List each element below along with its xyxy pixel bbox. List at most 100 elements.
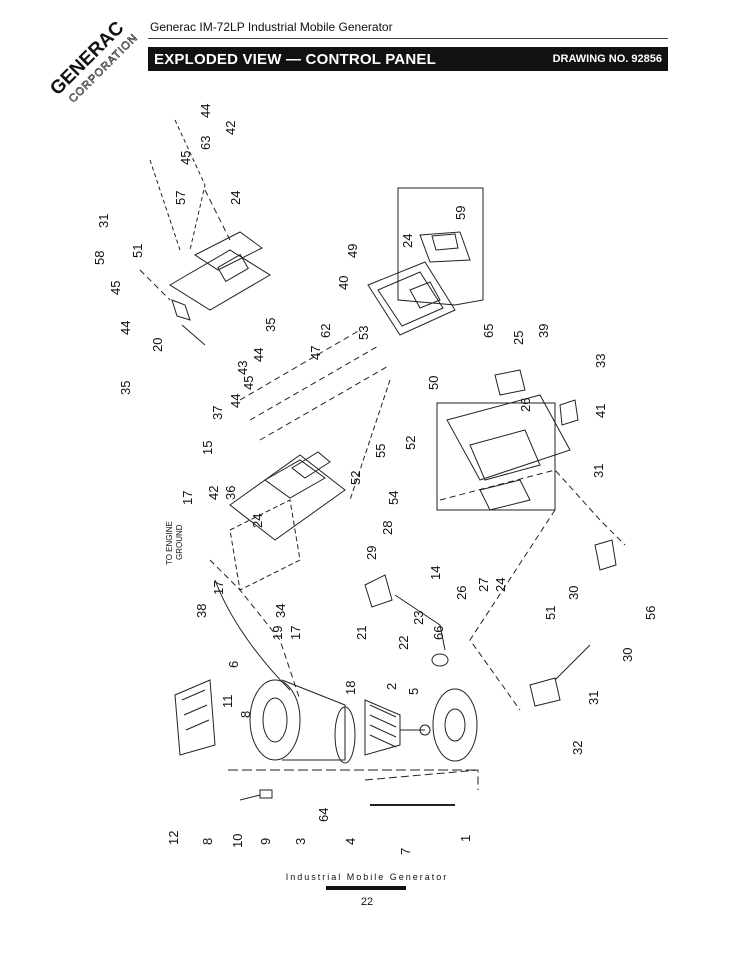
callout: 44 [198, 104, 213, 118]
callout: 44 [228, 394, 243, 408]
callout: 39 [536, 324, 551, 338]
callout: 35 [263, 318, 278, 332]
callout: 25 [511, 331, 526, 345]
callout: 65 [481, 324, 496, 338]
callout: 51 [543, 606, 558, 620]
callout: 49 [345, 244, 360, 258]
end-housing [174, 679, 216, 756]
callout: 37 [210, 406, 225, 420]
panel-cover [367, 261, 456, 336]
callout: 17 [288, 626, 303, 640]
header-rule [148, 38, 668, 39]
callout: 10 [230, 834, 245, 848]
side-enclosure [229, 499, 301, 591]
callout: 44 [118, 321, 133, 335]
callout: 43 [235, 361, 250, 375]
callout-labels: 44 42 63 45 31 57 24 58 51 45 44 20 35 4… [92, 104, 658, 855]
callout: 7 [398, 848, 413, 855]
callout: 57 [173, 191, 188, 205]
control-tray [436, 402, 556, 511]
callout: 24 [493, 578, 508, 592]
callout: 31 [96, 214, 111, 228]
callout: 52 [348, 471, 363, 485]
callout: 8 [200, 838, 215, 845]
callout: 22 [396, 636, 411, 650]
callout: 18 [343, 681, 358, 695]
callout: 5 [406, 688, 421, 695]
callout: 34 [273, 604, 288, 618]
callout: 55 [373, 444, 388, 458]
callout: 45 [241, 376, 256, 390]
callout: 1 [458, 835, 473, 842]
control-board [169, 249, 271, 311]
callout: 59 [453, 206, 468, 220]
callout: 9 [258, 838, 273, 845]
callout: 20 [150, 338, 165, 352]
rotor [364, 699, 401, 756]
callout: 45 [108, 281, 123, 295]
callout: 45 [178, 151, 193, 165]
callout: 24 [250, 514, 265, 528]
callout: 27 [476, 578, 491, 592]
callout: 14 [428, 566, 443, 580]
callout: 21 [354, 626, 369, 640]
callout: 26 [518, 398, 533, 412]
callout: 35 [118, 381, 133, 395]
callout: 53 [356, 326, 371, 340]
callout: 38 [194, 604, 209, 618]
callout: 41 [593, 404, 608, 418]
stator-fan [249, 679, 301, 761]
callout: 56 [643, 606, 658, 620]
document-title: Generac IM-72LP Industrial Mobile Genera… [150, 20, 393, 34]
callout: 26 [454, 586, 469, 600]
callout: 62 [318, 324, 333, 338]
callout: 28 [380, 521, 395, 535]
page-number: 22 [360, 896, 374, 908]
callout: 50 [426, 376, 441, 390]
main-panel [229, 454, 346, 541]
callout: 44 [251, 348, 266, 362]
callout: 17 [211, 581, 226, 595]
callout: 4 [343, 838, 358, 845]
callout: 36 [223, 486, 238, 500]
callout: 31 [586, 691, 601, 705]
callout: 24 [228, 191, 243, 205]
callout: 51 [130, 244, 145, 258]
callout: 32 [570, 741, 585, 755]
callout: 47 [308, 346, 323, 360]
end-bracket [432, 688, 478, 762]
terminal-block [594, 539, 617, 571]
callout: 58 [92, 251, 107, 265]
callout: 42 [223, 121, 238, 135]
callout: 63 [198, 136, 213, 150]
callout: 52 [403, 436, 418, 450]
callout: 3 [293, 838, 308, 845]
callout: 6 [226, 661, 241, 668]
callout: 40 [336, 276, 351, 290]
stator-body [281, 679, 346, 761]
callout: 54 [386, 491, 401, 505]
callout: 33 [593, 354, 608, 368]
callout: 31 [591, 464, 606, 478]
callout: 29 [364, 546, 379, 560]
callout: 23 [411, 611, 426, 625]
callout: 8 [238, 711, 253, 718]
footer-subtitle: Industrial Mobile Generator [285, 872, 449, 882]
callout: 11 [220, 695, 235, 709]
callout: 17 [180, 491, 195, 505]
drawing-number: DRAWING NO. 92856 [552, 53, 662, 65]
engine-ground-label-2: GROUND [175, 524, 184, 560]
generac-logo: GENERAC CORPORATION [46, 17, 140, 105]
callout: 24 [400, 234, 415, 248]
callout: 2 [384, 683, 399, 690]
section-title: EXPLODED VIEW — CONTROL PANEL [154, 50, 436, 68]
callout: 30 [566, 586, 581, 600]
callout: 30 [620, 648, 635, 662]
callout: 19 [270, 626, 285, 640]
footer-bar [326, 886, 406, 890]
callout: 66 [431, 626, 446, 640]
callout: 42 [206, 486, 221, 500]
callout: 12 [166, 831, 181, 845]
callout: 64 [316, 808, 331, 822]
